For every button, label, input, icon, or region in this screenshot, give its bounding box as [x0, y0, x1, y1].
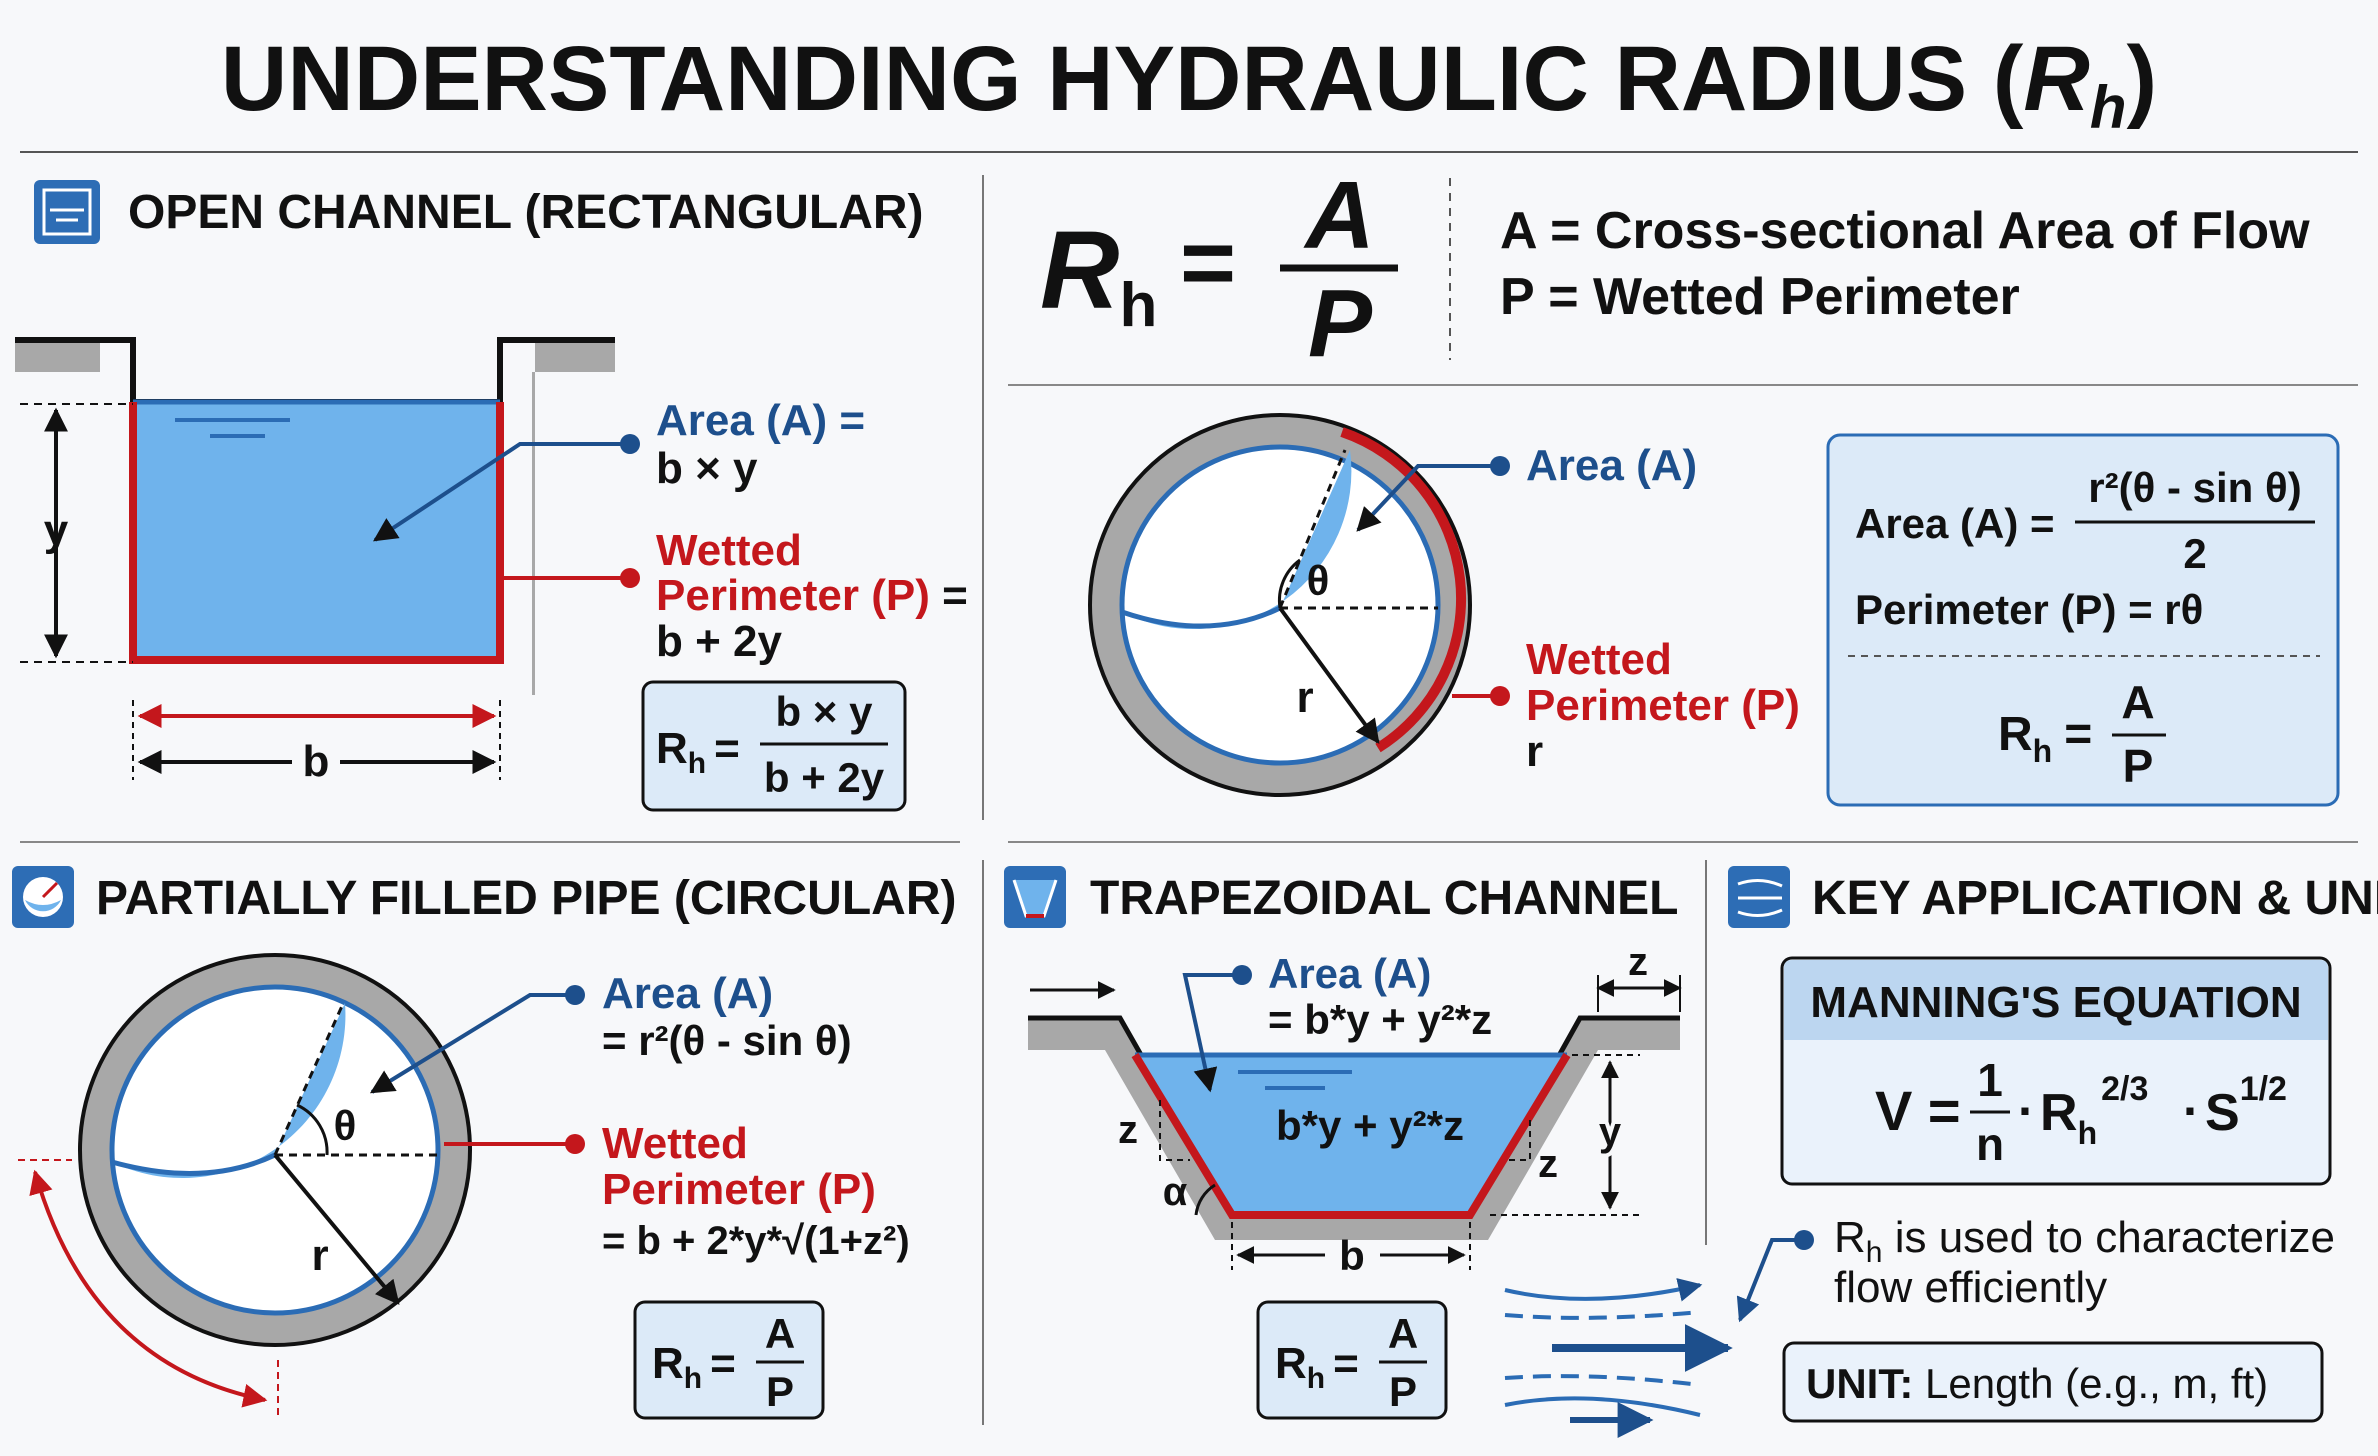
pipe-top-wet-1: Wetted [1526, 635, 1672, 684]
pipe-wet-2: Perimeter (P) [602, 1165, 876, 1214]
pipe-top-wet-3: r [1526, 727, 1543, 776]
svg-text:Rh: Rh [1040, 209, 1157, 340]
svg-text:UNIT: Length (e.g., m, ft): UNIT: Length (e.g., m, ft) [1806, 1360, 2268, 1407]
pipe-diagram [18, 953, 472, 1415]
svg-text:V =: V = [1875, 1079, 1961, 1142]
trap-z-left: z [1118, 1108, 1138, 1152]
pipe-wetted-arc-dimension [29, 1169, 268, 1408]
trap-channel [1028, 975, 1682, 1270]
trap-area-formula: = b*y + y²*z [1268, 996, 1492, 1043]
pipe-top-area-label: Area (A) [1526, 441, 1697, 490]
rect-channel [15, 337, 615, 695]
pipe-r: r [311, 1231, 328, 1280]
svg-text:·: · [2183, 1083, 2200, 1139]
rect-heading: OPEN CHANNEL (RECTANGULAR) [128, 186, 924, 239]
trap-rh-box: Rh= A P [1256, 1300, 1448, 1420]
main-formula: Rh = A P [1040, 162, 1398, 377]
trap-heading-icon [1004, 866, 1066, 928]
pipe-top-area-leader [1356, 456, 1510, 532]
rect-y-dimension [20, 403, 133, 663]
key-heading: KEY APPLICATION & UNIT [1812, 872, 2378, 925]
svg-text:1: 1 [1977, 1054, 2003, 1106]
trap-y: y [1599, 1110, 1622, 1154]
svg-text:P: P [1389, 1368, 1417, 1415]
pipe-top-wet-2: Perimeter (P) [1526, 681, 1800, 730]
trap-z-right: z [1538, 1142, 1558, 1186]
trap-alpha: α [1163, 1170, 1188, 1214]
trap-heading: TRAPEZOIDAL CHANNEL [1090, 872, 1678, 925]
pipe-rh-box: Rh= A P [633, 1300, 825, 1420]
pipe-wet-formula: = b + 2*y*√(1+z²) [602, 1219, 910, 1263]
trap-wetted-perimeter [1131, 1052, 1571, 1219]
pipe-top-water [1122, 450, 1352, 630]
trap-z-top: z [1628, 940, 1648, 984]
trap-b: b [1339, 1232, 1365, 1279]
flow-lines-graphic [1504, 1230, 1814, 1438]
svg-text:A: A [765, 1310, 795, 1357]
svg-text:Rh=: Rh= [656, 724, 740, 780]
rect-heading-icon [34, 180, 100, 244]
pipe-top-r: r [1296, 673, 1313, 722]
svg-text:b × y: b × y [776, 688, 874, 735]
svg-text:A: A [1303, 162, 1374, 269]
svg-text:·: · [2018, 1083, 2035, 1139]
svg-text:P: P [766, 1368, 794, 1415]
pipe-heading-icon [12, 866, 74, 928]
trap-area-leader [1182, 965, 1252, 1093]
svg-text:2: 2 [2183, 530, 2206, 577]
svg-text:Rh=: Rh= [1275, 1339, 1359, 1395]
trap-water [1135, 1055, 1567, 1215]
rect-wet-formula: b + 2y [656, 617, 782, 666]
svg-text:Rh2/3: Rh2/3 [2040, 1070, 2148, 1151]
svg-text:n: n [1976, 1118, 2004, 1170]
def-perimeter: P = Wetted Perimeter [1500, 268, 2020, 326]
rect-water [133, 402, 500, 660]
svg-text:r²(θ - sin θ): r²(θ - sin θ) [2088, 464, 2301, 511]
page-title: UNDERSTANDING HYDRAULIC RADIUS (Rh) [221, 28, 2157, 141]
svg-text:Perimeter (P) = rθ: Perimeter (P) = rθ [1855, 586, 2203, 633]
pipe-theta: θ [334, 1102, 357, 1149]
note-line-2: flow efficiently [1834, 1263, 2107, 1312]
key-heading-icon [1728, 866, 1790, 928]
pipe-top-theta: θ [1307, 557, 1330, 604]
def-area: A = Cross-sectional Area of Flow [1500, 202, 2310, 260]
pipe-heading: PARTIALLY FILLED PIPE (CIRCULAR) [96, 872, 956, 925]
rect-wet-label-1: Wetted [656, 526, 802, 575]
trap-area-label: Area (A) [1268, 950, 1431, 997]
rect-b-label: b [303, 737, 330, 786]
svg-text:Area (A) =: Area (A) = [1855, 500, 2055, 547]
svg-text:S1/2: S1/2 [2205, 1070, 2287, 1142]
manning-box: MANNING'S EQUATION V = 1 n · Rh2/3 · S1/… [1780, 956, 2332, 1186]
rect-y-label: y [44, 506, 69, 555]
svg-text:b + 2y: b + 2y [764, 754, 885, 801]
svg-text:P: P [2123, 740, 2154, 792]
pipe-area-leader [369, 985, 585, 1094]
trap-inner-label: b*y + y²*z [1276, 1102, 1464, 1149]
svg-text:MANNING'S EQUATION: MANNING'S EQUATION [1810, 978, 2301, 1027]
rect-area-leader [372, 434, 640, 542]
rect-area-formula: b × y [656, 444, 758, 493]
svg-text:P: P [1308, 270, 1373, 377]
rect-b-dimension [132, 700, 501, 780]
unit-box: UNIT: Length (e.g., m, ft) [1782, 1341, 2324, 1423]
svg-text:A: A [1388, 1310, 1418, 1357]
svg-text:A: A [2121, 676, 2154, 728]
rect-rh-box: Rh= b × y b + 2y [641, 680, 907, 812]
svg-text:Rh=: Rh= [652, 1339, 736, 1395]
rect-area-label: Area (A) = [656, 396, 865, 445]
svg-text:Rh=: Rh= [1998, 708, 2092, 769]
pipe-wet-1: Wetted [602, 1119, 748, 1168]
note-line-1: Rh is used to characterize [1834, 1213, 2335, 1269]
pipe-water [112, 1003, 346, 1179]
pipe-top-formula-box: Area (A) = r²(θ - sin θ) 2 Perimeter (P)… [1826, 433, 2340, 807]
pipe-area-label: Area (A) [602, 969, 773, 1018]
pipe-area-formula: = r²(θ - sin θ) [602, 1017, 852, 1064]
rect-wet-label-2: Perimeter (P) = [656, 571, 968, 620]
svg-text:=: = [1180, 209, 1236, 316]
